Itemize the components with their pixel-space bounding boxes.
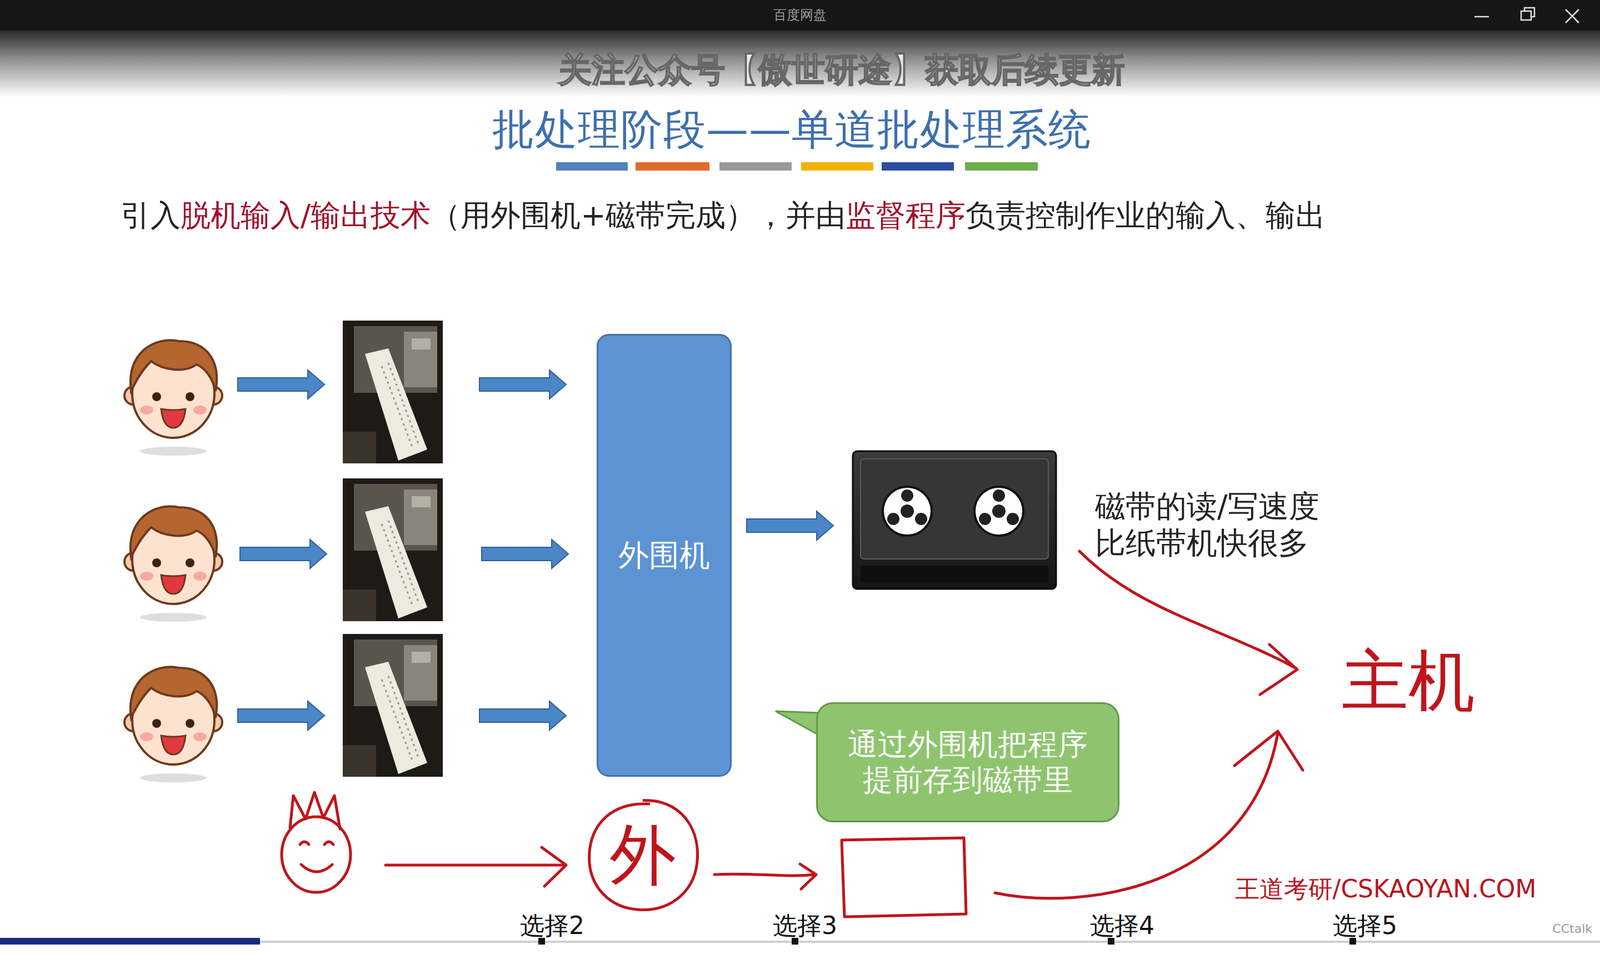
hand-circle-stroke xyxy=(589,800,698,910)
watermark: 关注公众号【傲世研途】获取后续更新 xyxy=(558,50,1125,89)
window-title: 百度网盘 xyxy=(773,7,827,24)
watermark: 王道考研/CSKAOYAN.COM xyxy=(1235,875,1537,904)
chapter-marker: 选择5 xyxy=(1332,911,1398,940)
chapter-marker: 选择2 xyxy=(520,911,585,940)
chapter-marker: 选择3 xyxy=(772,911,838,940)
slide-title: 批处理阶段——单道批处理系统 xyxy=(492,105,1092,154)
callout-bubble: 通过外围机把程序 提前存到磁带里 xyxy=(816,702,1120,823)
node-text: 外围机 xyxy=(618,537,710,574)
subtitle-text: （用外围机+磁带完成），并由 xyxy=(430,197,846,233)
watermark: CCtalk xyxy=(1552,921,1593,936)
node-text: 通过外围机把程序 提前存到磁带里 xyxy=(837,726,1099,798)
peripheral-box: 外围机 xyxy=(596,333,732,777)
subtitle-text: 引入 xyxy=(120,197,181,233)
node-text: 外 xyxy=(609,815,677,895)
subtitle-line: 引入脱机输入/输出技术（用外围机+磁带完成），并由监督程序负责控制作业的输入、输… xyxy=(120,198,1326,233)
subtitle-text: 脱机输入/输出技术 xyxy=(180,197,431,233)
handwritten-circle: 外 xyxy=(583,795,703,915)
subtitle-text: 负责控制作业的输入、输出 xyxy=(965,197,1326,233)
chapter-marker: 选择4 xyxy=(1090,911,1155,940)
handwritten-note: 主机 xyxy=(1341,642,1475,720)
subtitle-text: 监督程序 xyxy=(845,197,966,233)
note-text: 磁带的读/写速度 比纸带机快很多 xyxy=(1095,487,1340,562)
